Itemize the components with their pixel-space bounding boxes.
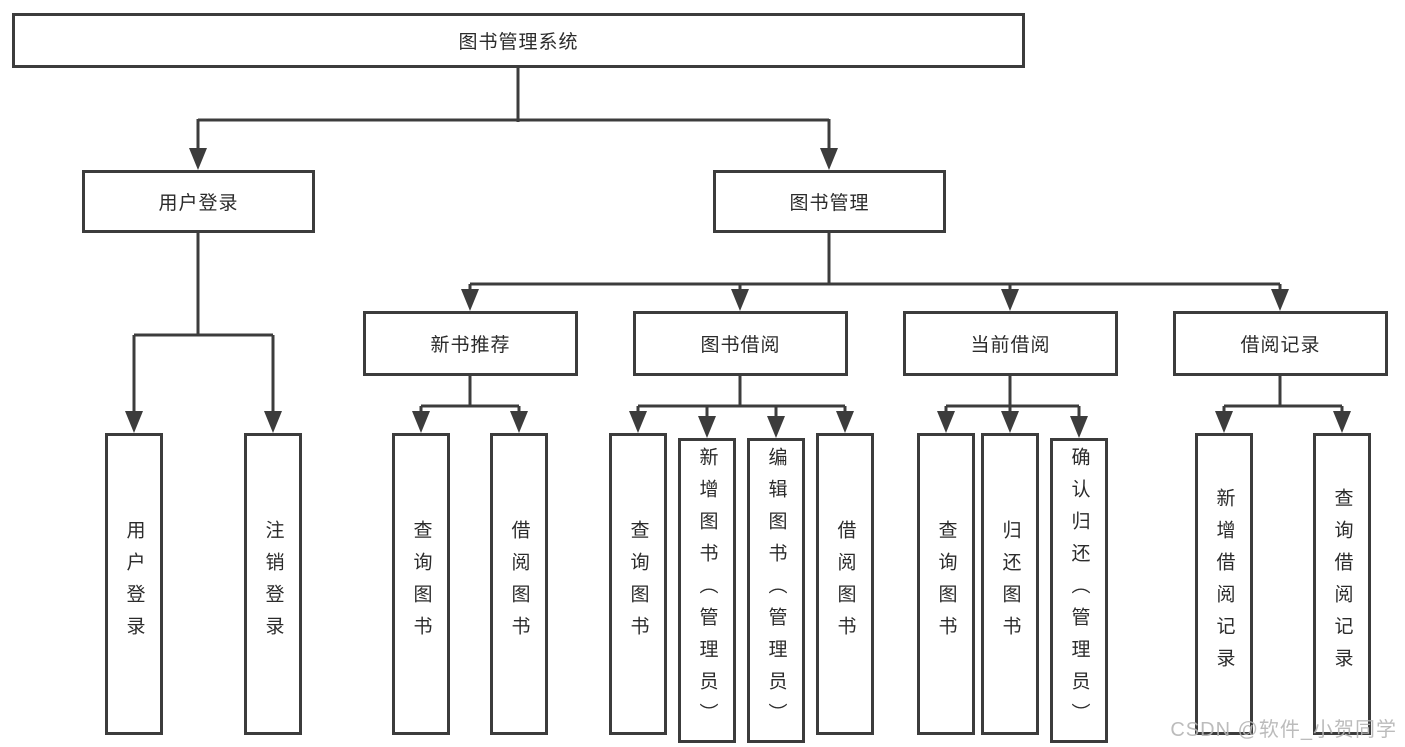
connector-root-to-level1	[189, 68, 838, 170]
leaf-confirm-return-admin-label: 确认归还（管理员）	[1068, 446, 1090, 735]
arrowhead	[1001, 411, 1019, 433]
leaf-return-books: 归还图书	[981, 433, 1039, 735]
node-current-borrow-box: 当前借阅	[903, 311, 1118, 376]
csdn-watermark: CSDN @软件_小贺同学	[1170, 719, 1397, 741]
node-borrow-record-box: 借阅记录	[1173, 311, 1388, 376]
leaf-query-books-2-label: 查询图书	[627, 520, 649, 648]
leaf-query-books-3: 查询图书	[917, 433, 975, 735]
arrowhead	[1001, 289, 1019, 311]
arrowhead	[1333, 411, 1351, 433]
arrowhead	[1271, 289, 1289, 311]
arrowhead	[189, 148, 207, 170]
connector-book-mgmt-to-level2	[461, 232, 1289, 311]
node-book-borrow-label: 图书借阅	[700, 335, 781, 356]
arrowhead	[767, 416, 785, 438]
arrowhead	[412, 411, 430, 433]
leaf-query-borrow-record-label: 查询借阅记录	[1331, 488, 1353, 680]
leaf-return-books-label: 归还图书	[999, 520, 1021, 648]
leaf-edit-books-admin-label: 编辑图书（管理员）	[765, 446, 787, 735]
arrowhead	[264, 411, 282, 433]
leaf-user-login: 用户登录	[105, 433, 163, 735]
arrowhead	[510, 411, 528, 433]
branch-user-login-box: 用户登录	[82, 170, 315, 233]
leaf-borrow-books-1: 借阅图书	[490, 433, 548, 735]
leaf-query-books-1: 查询图书	[392, 433, 450, 735]
connector-borrow-record-group	[1215, 376, 1351, 433]
leaf-query-books-3-label: 查询图书	[935, 520, 957, 648]
leaf-add-borrow-record-label: 新增借阅记录	[1213, 488, 1235, 680]
arrowhead	[836, 411, 854, 433]
arrowhead	[698, 416, 716, 438]
leaf-borrow-books-2-label: 借阅图书	[834, 520, 856, 648]
leaf-borrow-books-1-label: 借阅图书	[508, 520, 530, 648]
leaf-logout-label: 注销登录	[262, 520, 284, 648]
leaf-confirm-return-admin: 确认归还（管理员）	[1050, 438, 1108, 743]
leaf-add-books-admin-label: 新增图书（管理员）	[696, 446, 718, 735]
branch-book-mgmt-box: 图书管理	[713, 170, 946, 233]
arrowhead	[820, 148, 838, 170]
arrowhead	[125, 411, 143, 433]
node-new-book-label: 新书推荐	[430, 335, 511, 356]
arrowhead	[629, 411, 647, 433]
leaf-query-books-1-label: 查询图书	[410, 520, 432, 648]
leaf-borrow-books-2: 借阅图书	[816, 433, 874, 735]
leaf-edit-books-admin: 编辑图书（管理员）	[747, 438, 805, 743]
arrowhead	[461, 289, 479, 311]
connector-current-borrow-group	[937, 376, 1088, 438]
leaf-add-borrow-record: 新增借阅记录	[1195, 433, 1253, 735]
node-current-borrow-label: 当前借阅	[970, 335, 1051, 356]
arrowhead	[1215, 411, 1233, 433]
arrowhead	[731, 289, 749, 311]
connector-book-borrow-group	[629, 376, 854, 438]
node-borrow-record-label: 借阅记录	[1240, 335, 1321, 356]
leaf-add-books-admin: 新增图书（管理员）	[678, 438, 736, 743]
branch-book-mgmt-label: 图书管理	[789, 193, 870, 214]
leaf-logout: 注销登录	[244, 433, 302, 735]
branch-user-login-label: 用户登录	[158, 193, 239, 214]
root-box: 图书管理系统	[12, 13, 1025, 68]
root-label: 图书管理系统	[458, 32, 579, 53]
node-book-borrow-box: 图书借阅	[633, 311, 848, 376]
leaf-user-login-label: 用户登录	[123, 520, 145, 648]
node-new-book-box: 新书推荐	[363, 311, 578, 376]
connector-user-login-group	[125, 232, 282, 433]
leaf-query-books-2: 查询图书	[609, 433, 667, 735]
arrowhead	[937, 411, 955, 433]
leaf-query-borrow-record: 查询借阅记录	[1313, 433, 1371, 735]
connector-new-book-group	[412, 376, 528, 433]
arrowhead	[1070, 416, 1088, 438]
